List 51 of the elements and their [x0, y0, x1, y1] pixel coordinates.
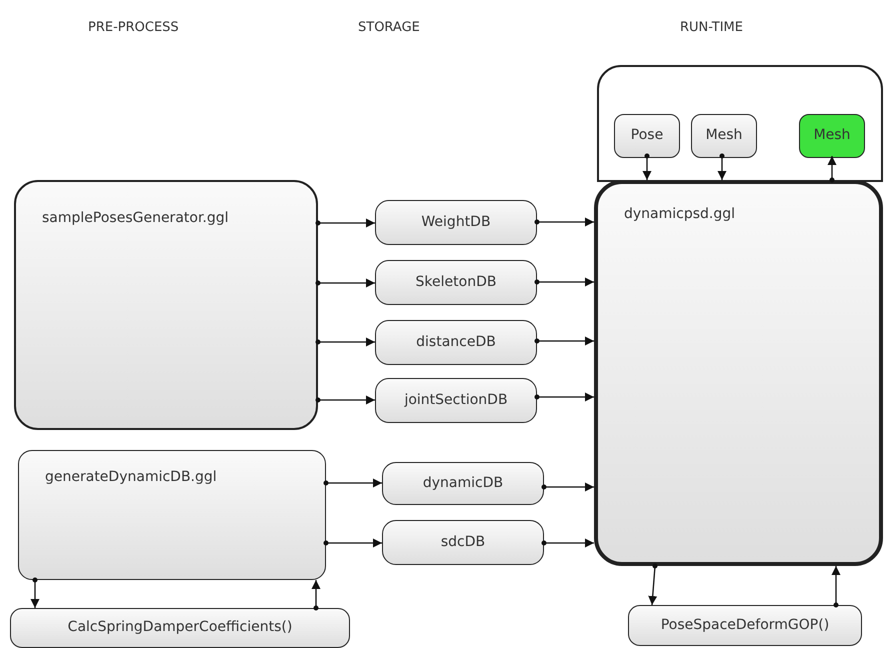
- container-box: [597, 65, 883, 182]
- arrow: [718, 154, 726, 180]
- process-box: [375, 260, 537, 305]
- arrow: [316, 338, 375, 346]
- arrow: [316, 396, 375, 404]
- column-heading: STORAGE: [358, 20, 420, 35]
- process-box: [18, 450, 326, 580]
- process-box: [375, 378, 537, 423]
- column-heading: RUN-TIME: [680, 20, 743, 35]
- process-box: [691, 114, 757, 158]
- arrow: [30, 578, 40, 608]
- arrow: [534, 218, 594, 226]
- node-label: Mesh: [704, 127, 744, 143]
- node-label: dynamicpsd.ggl: [624, 206, 736, 222]
- process-box: [375, 320, 537, 365]
- node-label: generateDynamicDB.ggl: [45, 469, 217, 485]
- arrow: [312, 580, 320, 610]
- node-label: distanceDB: [415, 334, 497, 350]
- arrow: [324, 478, 382, 488]
- column-heading: PRE-PROCESS: [88, 20, 179, 35]
- node-label: dynamicDB: [422, 475, 504, 491]
- arrow: [828, 156, 836, 182]
- node-label: Mesh: [812, 127, 852, 143]
- node-label: PoseSpaceDeformGOP(): [660, 617, 830, 633]
- process-box: [614, 114, 680, 158]
- node-label: WeightDB: [420, 214, 492, 230]
- process-box: [375, 200, 537, 245]
- node-label: samplePosesGenerator.ggl: [42, 210, 229, 226]
- arrow: [324, 538, 382, 548]
- process-box: [14, 180, 318, 430]
- arrow: [642, 154, 652, 180]
- process-box: [594, 180, 883, 566]
- arrow: [832, 566, 840, 608]
- node-label: jointSectionDB: [403, 392, 509, 408]
- arrow: [534, 392, 594, 402]
- arrow: [648, 564, 658, 606]
- arrow: [316, 278, 375, 288]
- arrow: [542, 538, 594, 548]
- process-box: [628, 605, 862, 646]
- process-box: [10, 608, 350, 648]
- node-label: sdcDB: [440, 534, 486, 550]
- arrow: [316, 218, 375, 228]
- arrow: [534, 278, 594, 286]
- process-box: [799, 114, 865, 158]
- node-label: Pose: [630, 127, 664, 143]
- process-box: [382, 520, 544, 565]
- node-label: SkeletonDB: [414, 274, 498, 290]
- node-label: CalcSpringDamperCoefficients(): [66, 619, 294, 635]
- arrow: [542, 482, 594, 492]
- arrow: [534, 336, 594, 346]
- process-box: [382, 462, 544, 505]
